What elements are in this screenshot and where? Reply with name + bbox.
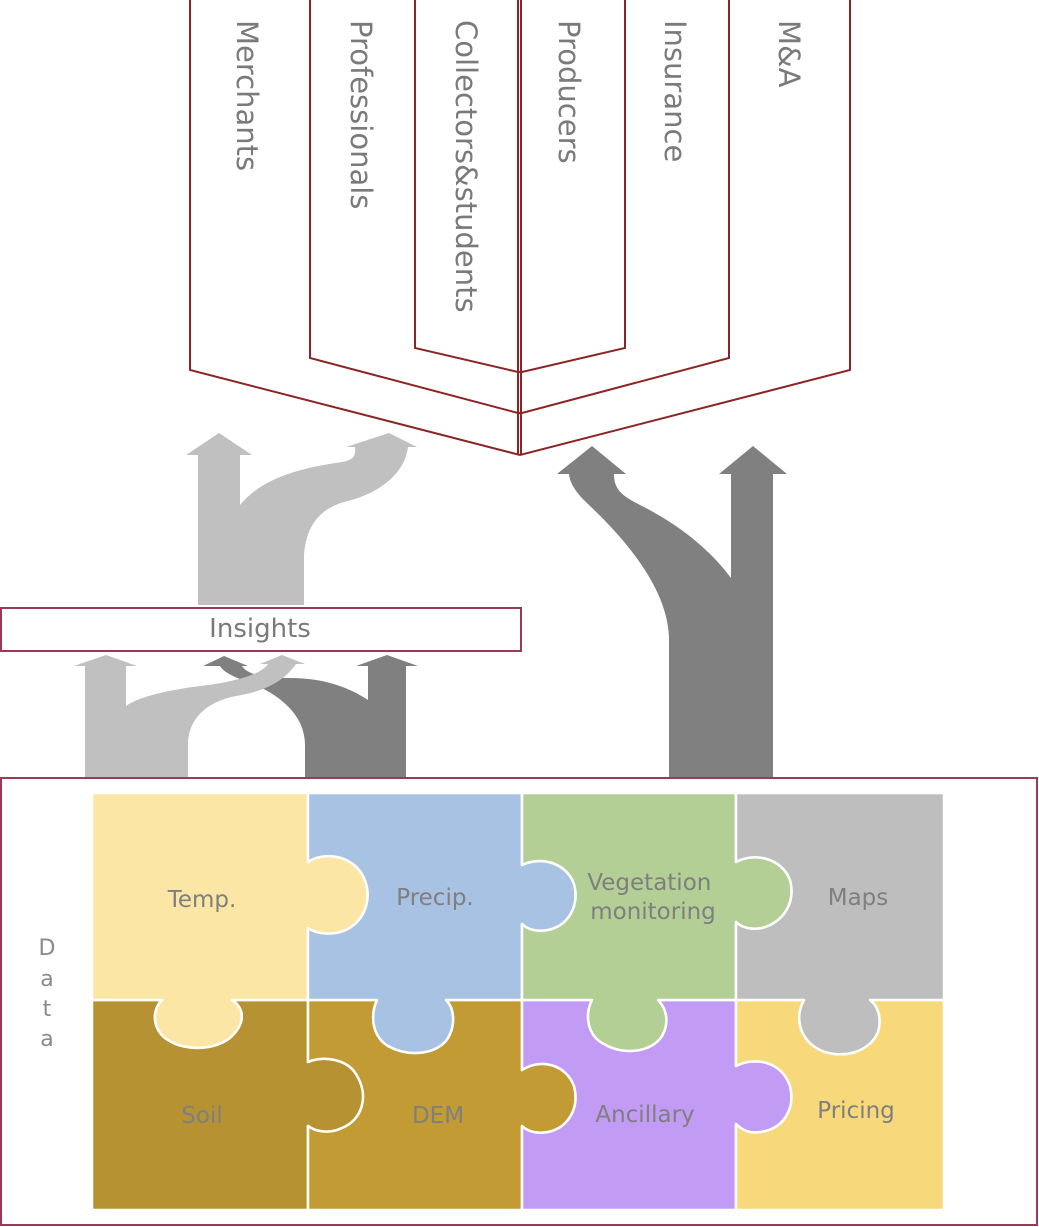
puzzle-label-vegetation: Vegetation monitoring [587, 870, 718, 925]
data-label-letter-1: D [39, 936, 56, 961]
data-label-letter-4: a [40, 1027, 53, 1052]
segment-label-ma: M&A [772, 20, 806, 88]
light-cross-arrow [74, 655, 305, 777]
segment-label-professionals: Professionals [344, 20, 378, 209]
puzzle-label-vegetation-line-2: monitoring [590, 899, 716, 925]
puzzle [90, 791, 946, 1212]
dark-split-arrow [557, 446, 787, 777]
puzzle-label-pricing: Pricing [817, 1098, 895, 1124]
data-label-letter-3: t [43, 997, 52, 1022]
data-label-letter-2: a [40, 967, 53, 992]
puzzle-label-maps: Maps [828, 885, 889, 911]
puzzle-label-temp: Temp. [167, 887, 237, 913]
segment-funnel [189, 0, 851, 457]
insights-box-border [0, 607, 522, 652]
puzzle-label-dem: DEM [412, 1103, 464, 1129]
segment-label-producers: Producers [552, 20, 586, 164]
data-to-insights-arrows [74, 655, 418, 777]
puzzle-piece-maps [734, 791, 946, 1056]
puzzle-label-vegetation-line-1: Vegetation [587, 870, 711, 896]
puzzle-label-ancillary: Ancillary [595, 1102, 694, 1128]
data-label: D a t a [39, 936, 56, 1052]
puzzle-label-soil: Soil [181, 1103, 222, 1129]
puzzle-labels: Temp. Precip. Vegetation monitoring Maps… [167, 870, 895, 1129]
puzzle-label-precip: Precip. [396, 885, 474, 911]
segment-label-collectors-students: Collectors&students [449, 20, 483, 313]
data-box-border [0, 777, 1038, 1226]
segment-label-insurance: Insurance [658, 20, 692, 162]
insights-to-segments-arrows [186, 433, 787, 777]
segment-labels: Merchants Professionals Collectors&stude… [230, 20, 806, 313]
segment-label-merchants: Merchants [230, 20, 264, 171]
dark-cross-arrow [203, 655, 418, 777]
light-split-arrow [186, 433, 417, 605]
insights-box: Insights [0, 607, 522, 652]
insights-label: Insights [209, 614, 311, 644]
